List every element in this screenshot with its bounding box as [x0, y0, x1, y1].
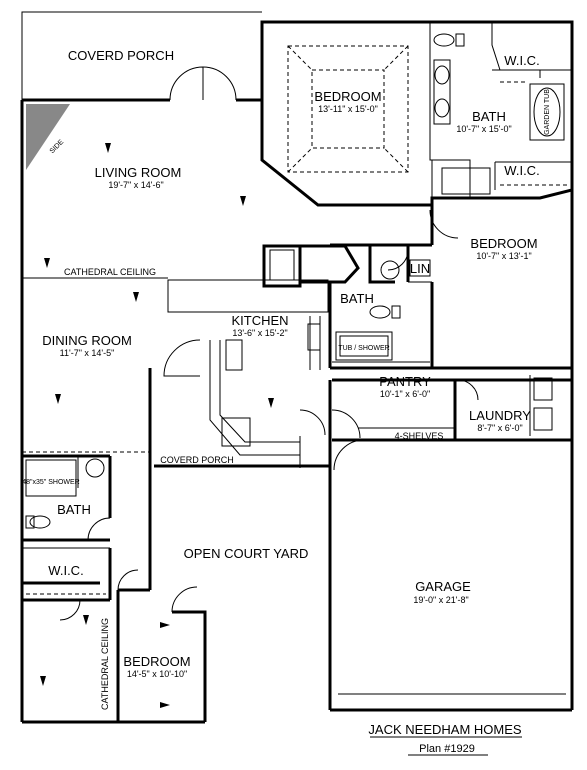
master-bath-label: BATH — [472, 109, 506, 124]
wic-bottom-label: W.I.C. — [48, 563, 83, 578]
door-swings — [59, 66, 479, 621]
laundry-size: 8'-7" x 6'-0" — [477, 423, 522, 433]
tray-ceiling — [287, 45, 409, 173]
bedroom-2-size: 10'-7" x 13'-1" — [476, 251, 531, 261]
garage-size: 19'-0" x 21'-8" — [413, 595, 468, 605]
title-block: JACK NEEDHAM HOMES Plan #1929 — [368, 722, 522, 756]
bedroom-2-label: BEDROOM — [470, 236, 537, 251]
ceiling-fan-icon — [83, 615, 89, 625]
garden-tub-note: GARDEN TUB — [544, 89, 551, 135]
shelves-label: 4-SHELVES — [395, 431, 444, 441]
exterior-walls — [20, 11, 574, 724]
dining-room-size: 11'-7" x 14'-5" — [60, 348, 115, 358]
covered-porch-label: COVERD PORCH — [68, 48, 174, 63]
dining-room-label: DINING ROOM — [42, 333, 132, 348]
fireplace-side-note: SIDE — [49, 138, 66, 155]
interior-walls — [22, 22, 572, 722]
cathedral-ceiling-vertical-note: CATHEDRAL CEILING — [100, 618, 110, 710]
master-bedroom-label: BEDROOM — [314, 89, 381, 104]
fixtures — [25, 33, 570, 595]
notes: CATHEDRAL CEILING CATHEDRAL CEILING SIDE… — [22, 89, 551, 710]
covered-porch-side-label: COVERD PORCH — [160, 455, 234, 465]
ceiling-fan-icon — [44, 258, 50, 268]
kitchen-size: 13'-6" x 15'-2" — [232, 328, 287, 338]
pantry-label: PANTRY — [379, 374, 431, 389]
pantry-size: 10'-1" x 6'-0" — [380, 389, 430, 399]
wic-top-label: W.I.C. — [504, 53, 539, 68]
laundry-label: LAUNDRY — [469, 408, 531, 423]
ceiling-fan-icon — [160, 622, 170, 628]
master-bedroom-size: 13'-11" x 15'-0" — [318, 104, 378, 114]
fireplace-icon — [26, 104, 70, 170]
bedroom-3-label: BEDROOM — [123, 654, 190, 669]
electrical-symbols — [40, 143, 274, 708]
bedroom-3-size: 14'-5" x 10'-10" — [127, 669, 187, 679]
company-name: JACK NEEDHAM HOMES — [368, 722, 521, 737]
ceiling-fan-icon — [133, 292, 139, 302]
garage-label: GARAGE — [415, 579, 471, 594]
guest-shower-note: 48"x35" SHOWER — [22, 479, 80, 486]
open-court-yard-label: OPEN COURT YARD — [184, 546, 309, 561]
hall-bath-label: BATH — [340, 291, 374, 306]
living-room-size: 19'-7" x 14'-6" — [108, 180, 163, 190]
kitchen-label: KITCHEN — [231, 313, 288, 328]
cathedral-ceiling-note: CATHEDRAL CEILING — [64, 267, 156, 277]
ceiling-fan-icon — [105, 143, 111, 153]
ceiling-fan-icon — [160, 702, 170, 708]
wic-mid-label: W.I.C. — [504, 163, 539, 178]
hall-tub-note: TUB / SHOWER — [338, 345, 389, 352]
room-labels: COVERD PORCH BEDROOM 13'-11" x 15'-0" W.… — [42, 48, 539, 679]
ceiling-fan-icon — [240, 196, 246, 206]
living-room-label: LIVING ROOM — [95, 165, 182, 180]
plan-number: Plan #1929 — [419, 743, 475, 755]
guest-bath-label: BATH — [57, 502, 91, 517]
linen-label: LIN — [410, 261, 430, 276]
ceiling-fan-icon — [268, 398, 274, 408]
master-bath-size: 10'-7" x 15'-0" — [456, 124, 511, 134]
ceiling-fan-icon — [55, 394, 61, 404]
ceiling-fan-icon — [40, 676, 46, 686]
